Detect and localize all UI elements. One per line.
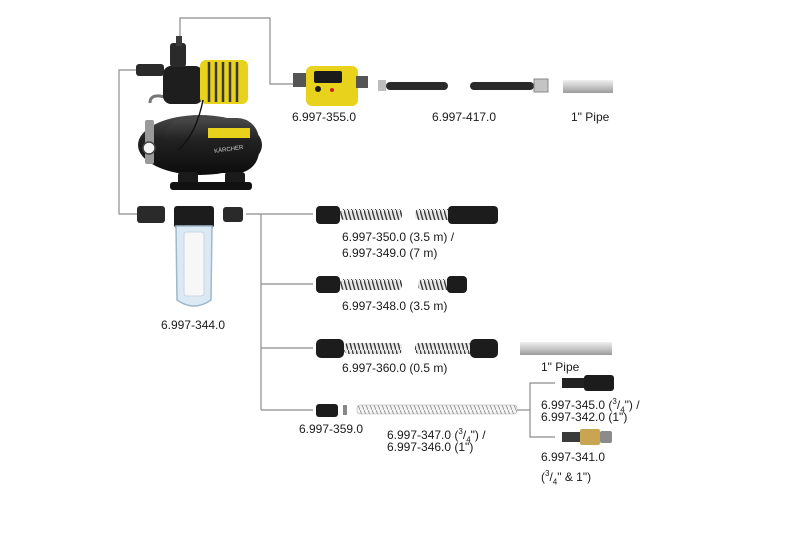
part-code-filter-set-b-2: (3/4" & 1") [541,466,591,489]
pipe-icon [563,80,613,93]
suction-filter-icon [562,375,614,391]
suction-hose-long-icon [316,206,498,224]
part-code-pressure-hose: 6.997-417.0 [432,110,496,125]
water-filter-icon [137,206,243,306]
part-code-flow-switch: 6.997-355.0 [292,110,356,125]
brass-filter-icon [562,429,612,445]
part-code-suction-hose-long-1: 6.997-350.0 (3.5 m) / [342,230,454,245]
part-code-suction-hose-short: 6.997-348.0 (3.5 m) [342,299,447,314]
part-code-adapter: 6.997-359.0 [299,422,363,437]
booster-pump-icon: KÄRCHER [136,36,262,190]
flow-switch-icon [293,66,368,106]
filter-set-b-line2-post: " & 1") [557,470,591,484]
part-code-suction-hose-mini: 6.997-360.0 (0.5 m) [342,361,447,376]
suction-hose-mini-icon [316,339,498,358]
pipe-label-top: 1" Pipe [571,110,609,125]
part-code-filter: 6.997-344.0 [161,318,225,333]
pipe-label-mid: 1" Pipe [541,360,579,375]
part-code-filter-set-a-2: 6.997-342.0 (1") [541,410,627,425]
pipe-icon [520,342,612,355]
part-code-spiral-hose-2: 6.997-346.0 (1") [387,440,473,455]
part-code-filter-set-b-1: 6.997-341.0 [541,450,605,465]
spiral-hose-icon [357,405,517,414]
adapter-icon [316,404,347,417]
braided-hose-icon [378,79,548,92]
suction-hose-short-icon [316,276,467,293]
part-code-suction-hose-long-2: 6.997-349.0 (7 m) [342,246,437,261]
